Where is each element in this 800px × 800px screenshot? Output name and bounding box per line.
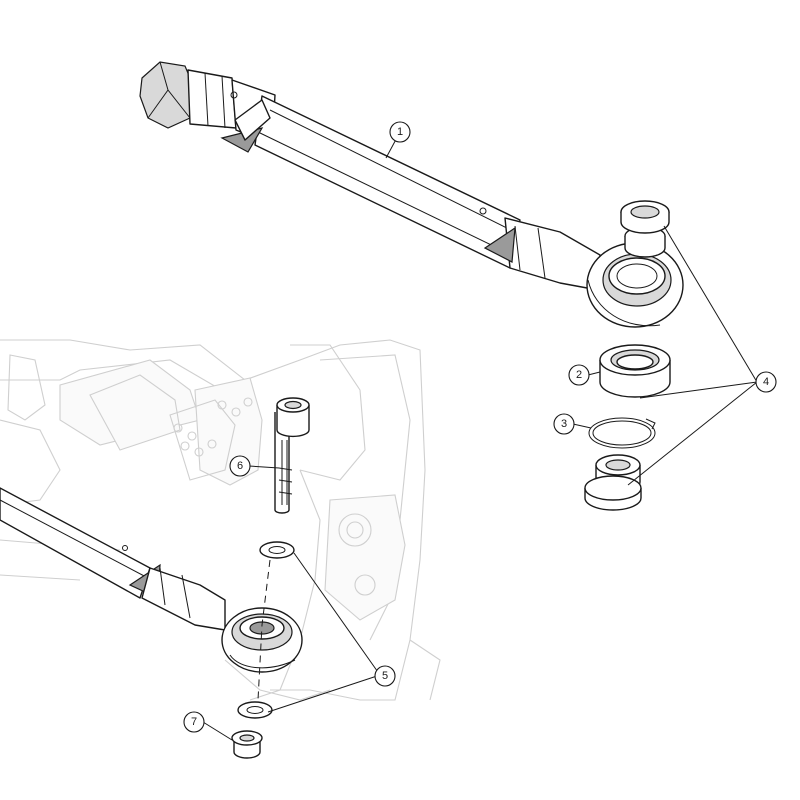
installed-tie-rod (0, 487, 303, 673)
callout-5: 5 (374, 665, 396, 687)
bushing-bottom (584, 454, 642, 511)
socket-head-bolt (274, 397, 310, 514)
snap-ring (588, 417, 656, 449)
tie-rod-assembly (139, 61, 684, 328)
callout-1: 1 (389, 121, 411, 143)
spherical-bearing (599, 344, 671, 398)
callout-3-label: 3 (561, 418, 567, 430)
flange-nut (231, 730, 263, 759)
bushing-top (620, 200, 670, 258)
callout-5-label: 5 (382, 670, 388, 682)
callout-2-label: 2 (576, 369, 582, 381)
callout-3: 3 (553, 413, 575, 435)
callout-6-label: 6 (237, 460, 243, 472)
callout-2: 2 (568, 364, 590, 386)
callout-4-label: 4 (763, 376, 769, 388)
leader-lines (202, 131, 758, 741)
callout-6: 6 (229, 455, 251, 477)
assembly-centerline (257, 559, 271, 701)
plate-holes (173, 397, 253, 457)
background-frame-outline (0, 339, 441, 701)
callout-7-label: 7 (191, 716, 197, 728)
callout-1-label: 1 (397, 126, 403, 138)
washer-bottom (237, 701, 273, 719)
callout-7: 7 (183, 711, 205, 733)
callout-4: 4 (755, 371, 777, 393)
washer-top (259, 541, 295, 559)
